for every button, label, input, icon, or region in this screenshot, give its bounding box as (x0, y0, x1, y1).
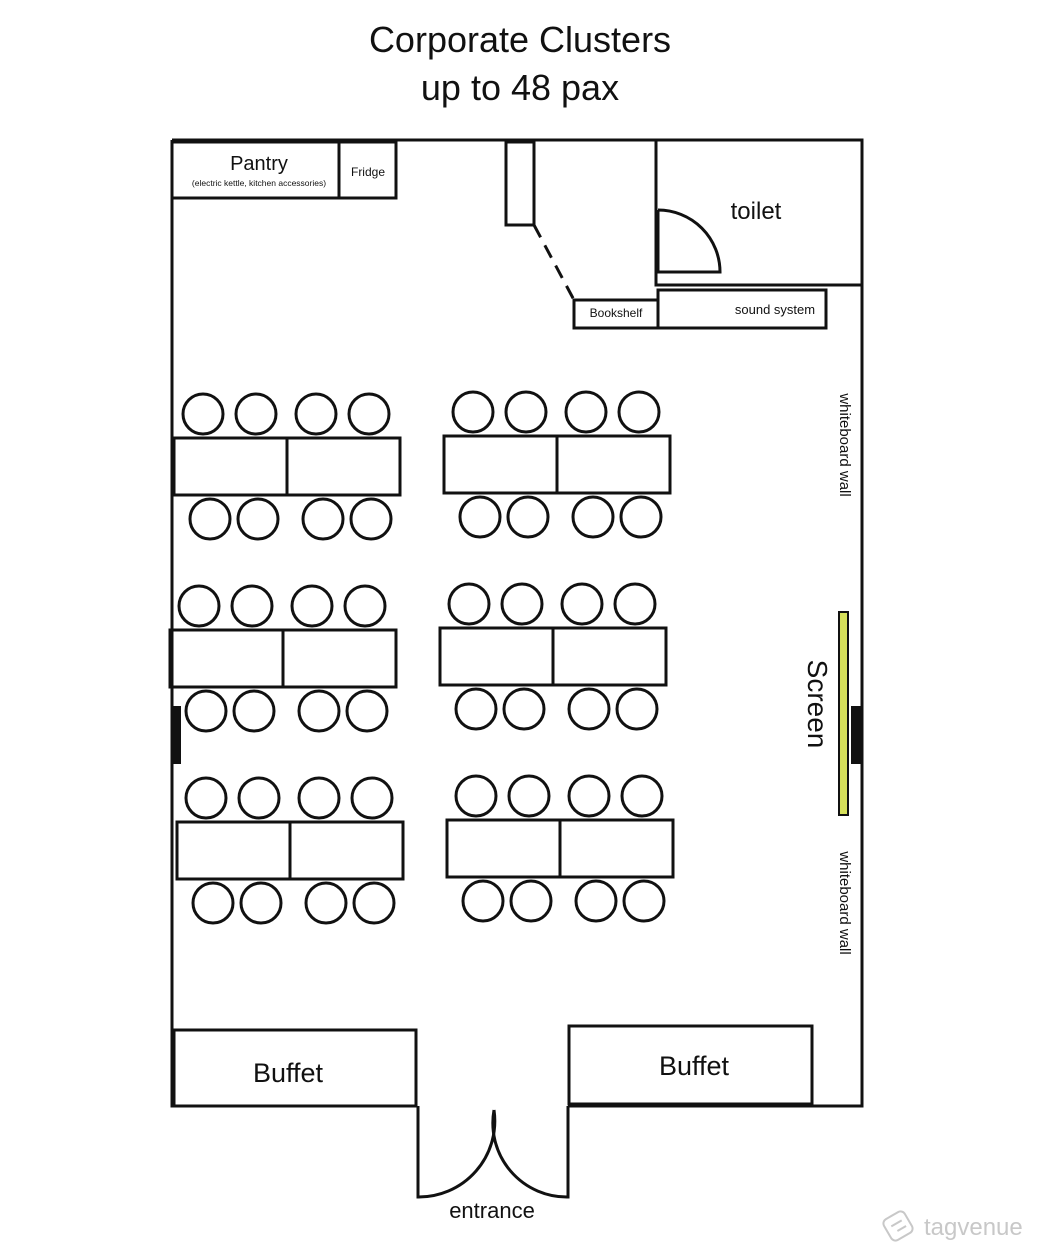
chair (560, 582, 604, 626)
chair (461, 879, 505, 923)
table (168, 628, 285, 689)
entrance-door-left (416, 1106, 497, 1199)
chair (454, 774, 498, 818)
chair (509, 879, 553, 923)
chair (239, 881, 283, 925)
whiteboard-wall-lower-label: whiteboard wall (836, 850, 853, 954)
chair (502, 687, 546, 731)
watermark-text: tagvenue (924, 1214, 1023, 1241)
chair (451, 390, 495, 434)
chair (177, 584, 221, 628)
chair (350, 776, 394, 820)
left-wall-fixture (171, 706, 181, 764)
entrance-door-right (491, 1106, 570, 1199)
partition-panel (504, 140, 536, 227)
chair (447, 582, 491, 626)
buffet-right (567, 1024, 814, 1106)
partition-dashed-line (532, 224, 576, 301)
chair (345, 689, 389, 733)
chair (343, 584, 387, 628)
table (281, 628, 398, 689)
chair (347, 392, 391, 436)
table (555, 434, 672, 495)
chair (191, 881, 235, 925)
chair (297, 689, 341, 733)
chair (184, 689, 228, 733)
entrance-label: entrance (449, 1198, 535, 1223)
buffet-left-label: Buffet (253, 1058, 324, 1088)
projection-screen (838, 611, 849, 816)
chair (230, 584, 274, 628)
chair (237, 776, 281, 820)
chair (619, 495, 663, 539)
chair (181, 392, 225, 436)
chair (458, 495, 502, 539)
tagvenue-logo-icon (882, 1210, 914, 1242)
chair (567, 687, 611, 731)
chair (571, 495, 615, 539)
chair (574, 879, 618, 923)
chair (622, 879, 666, 923)
right-wall-fixture (851, 706, 861, 764)
watermark: tagvenue (882, 1210, 1023, 1242)
table (175, 820, 292, 881)
chair (184, 776, 228, 820)
table (288, 820, 405, 881)
chair (564, 390, 608, 434)
pantry-note: (electric kettle, kitchen accessories) (192, 178, 326, 188)
buffet-right-label: Buffet (659, 1051, 730, 1081)
chair (613, 582, 657, 626)
chair (290, 584, 334, 628)
sound-system-label: sound system (735, 302, 815, 317)
whiteboard-wall-upper-label: whiteboard wall (836, 392, 853, 496)
toilet-room (654, 140, 862, 287)
chair (301, 497, 345, 541)
chair (617, 390, 661, 434)
toilet-door (656, 208, 722, 274)
seating-area (168, 390, 675, 925)
sound-system (656, 288, 828, 330)
table (172, 436, 289, 497)
chair (620, 774, 664, 818)
chair (506, 495, 550, 539)
table (285, 436, 402, 497)
chair (304, 881, 348, 925)
chair (454, 687, 498, 731)
chair (504, 390, 548, 434)
table (558, 818, 675, 879)
chair (567, 774, 611, 818)
chair (500, 582, 544, 626)
chair (507, 774, 551, 818)
chair (234, 392, 278, 436)
chair (232, 689, 276, 733)
toilet-label: toilet (731, 198, 782, 225)
chair (349, 497, 393, 541)
pantry-label: Pantry (230, 153, 288, 175)
table (438, 626, 555, 687)
chair (294, 392, 338, 436)
table (445, 818, 562, 879)
fridge-label: Fridge (351, 165, 385, 179)
chair (236, 497, 280, 541)
table (442, 434, 559, 495)
chair (352, 881, 396, 925)
buffet-left (172, 1028, 418, 1108)
bookshelf-label: Bookshelf (590, 306, 643, 320)
chair (615, 687, 659, 731)
screen-label: Screen (802, 660, 833, 749)
chair (188, 497, 232, 541)
chair (297, 776, 341, 820)
table (551, 626, 668, 687)
diagram-subtitle: up to 48 pax (420, 67, 620, 108)
diagram-title: Corporate Clusters (368, 19, 672, 60)
fridge (337, 140, 398, 200)
